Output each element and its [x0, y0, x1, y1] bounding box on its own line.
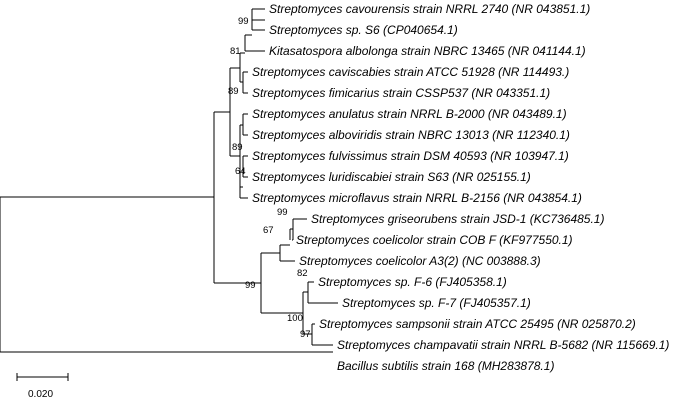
taxon-label: Streptomyces coelicolor A3(2) (NC 003888…: [299, 254, 541, 268]
taxon-label: Kitasatospora albolonga strain NBRC 1346…: [269, 44, 586, 58]
bootstrap-value: 89: [228, 86, 239, 97]
taxon-label: Streptomyces sp. F-6 (FJ405358.1): [318, 275, 507, 289]
taxon-label: Streptomyces champavatii strain NRRL B-5…: [337, 338, 669, 352]
bootstrap-value: 99: [238, 16, 249, 27]
taxon-label: Streptomyces sp. F-7 (FJ405357.1): [342, 296, 531, 310]
bootstrap-value: 97: [300, 329, 311, 340]
bootstrap-value: 99: [277, 207, 288, 218]
bootstrap-value: 100: [287, 313, 303, 324]
bootstrap-value: 82: [297, 268, 308, 279]
tree-branches: [0, 8, 338, 353]
bootstrap-value: 67: [263, 225, 274, 236]
taxon-label: Streptomyces anulatus strain NRRL B-2000…: [252, 107, 567, 121]
bootstrap-value: 64: [235, 166, 246, 177]
taxon-label: Streptomyces microflavus strain NRRL B-2…: [252, 191, 582, 205]
taxon-label: Streptomyces coelicolor strain COB F (KF…: [296, 233, 573, 247]
bootstrap-value: 89: [232, 142, 243, 153]
taxon-labels: Streptomyces cavourensis strain NRRL 274…: [252, 2, 669, 373]
taxon-label: Streptomyces griseorubens strain JSD-1 (…: [311, 212, 604, 226]
taxon-label: Streptomyces sampsonii strain ATCC 25495…: [319, 317, 636, 331]
taxon-label: Streptomyces fulvissimus strain DSM 4059…: [252, 149, 569, 163]
scale-bar: 0.020: [16, 373, 69, 400]
taxon-label: Bacillus subtilis strain 168 (MH283878.1…: [337, 359, 554, 373]
bootstrap-value: 81: [230, 46, 241, 57]
scale-bar-label: 0.020: [28, 389, 53, 400]
taxon-label: Streptomyces fimicarius strain CSSP537 (…: [252, 86, 550, 100]
bootstrap-value: 99: [245, 280, 256, 291]
taxon-label: Streptomyces sp. S6 (CP040654.1): [269, 23, 458, 37]
taxon-label: Streptomyces alboviridis strain NBRC 130…: [252, 128, 570, 142]
taxon-label: Streptomyces cavourensis strain NRRL 274…: [269, 2, 590, 16]
taxon-label: Streptomyces caviscabies strain ATCC 519…: [252, 65, 569, 79]
taxon-label: Streptomyces luridiscabiei strain S63 (N…: [252, 170, 531, 184]
